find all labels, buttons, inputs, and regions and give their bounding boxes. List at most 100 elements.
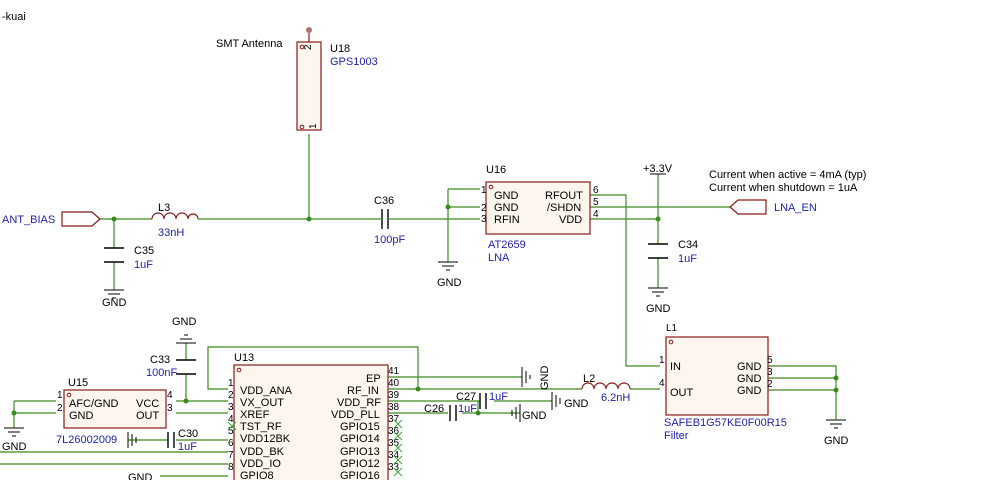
svg-text:GND: GND xyxy=(2,441,27,453)
u15-value: 7L26002009 xyxy=(56,434,117,446)
svg-text:GPIO13: GPIO13 xyxy=(340,446,380,458)
svg-text:33: 33 xyxy=(388,462,400,473)
svg-text:GND: GND xyxy=(646,303,671,315)
svg-text:36: 36 xyxy=(388,426,400,437)
svg-text:40: 40 xyxy=(388,378,400,389)
filter-ref: L1 xyxy=(666,323,678,334)
svg-text:VDD_RF: VDD_RF xyxy=(337,397,381,409)
svg-text:3: 3 xyxy=(767,367,773,378)
capacitor-c27[interactable]: C27 1uF xyxy=(456,391,508,409)
net-flag-lna-en[interactable]: LNA_EN xyxy=(729,199,817,215)
svg-text:4: 4 xyxy=(659,378,665,389)
u15-pin-afc: AFC/GND xyxy=(69,398,119,410)
antenna-value: GPS1003 xyxy=(330,56,378,68)
svg-text:5: 5 xyxy=(593,197,599,208)
u16-pin-vdd: VDD xyxy=(559,214,582,226)
svg-text:GND: GND xyxy=(522,410,547,422)
u16-value: AT2659 xyxy=(488,239,526,251)
filter-l1[interactable]: L1 1 IN 4 OUT GND GND GND 5 3 2 SAFEB1G5… xyxy=(659,323,787,442)
svg-text:2: 2 xyxy=(481,203,487,214)
c33-value: 100nF xyxy=(146,367,177,379)
svg-text:GPIO15: GPIO15 xyxy=(340,421,380,433)
u16-pin-rfin: RFIN xyxy=(494,214,520,226)
svg-text:2: 2 xyxy=(767,379,773,390)
u16-pin-shdn: /SHDN xyxy=(547,202,581,214)
svg-text:XREF: XREF xyxy=(240,409,270,421)
u15-pin-out: OUT xyxy=(136,410,160,422)
svg-text:34: 34 xyxy=(388,450,400,461)
svg-text:7: 7 xyxy=(228,450,234,461)
svg-text:6: 6 xyxy=(593,185,599,196)
oscillator-u15[interactable]: U15 1 2 AFC/GND GND VCC OUT 4 3 7L260020… xyxy=(56,377,173,446)
l2-ref: L2 xyxy=(583,373,595,385)
svg-text:1: 1 xyxy=(57,390,63,401)
lna-u16[interactable]: U16 AT2659 LNA 1 2 3 GND GND RFIN RFOUT … xyxy=(481,164,599,264)
svg-text:GND: GND xyxy=(737,361,762,373)
svg-text:VDD_BK: VDD_BK xyxy=(240,446,285,458)
u15-ref: U15 xyxy=(68,377,88,389)
capacitor-c26[interactable]: C26 1uF xyxy=(424,403,477,421)
c36-ref: C36 xyxy=(374,195,394,207)
svg-text:1: 1 xyxy=(228,378,234,389)
capacitor-c35[interactable]: C35 1uF xyxy=(104,245,154,271)
svg-text:GPIO14: GPIO14 xyxy=(340,433,380,445)
l2-value: 6.2nH xyxy=(601,392,630,404)
c30-value: 1uF xyxy=(178,441,197,453)
svg-text:38: 38 xyxy=(388,402,400,413)
c36-value: 100pF xyxy=(374,234,405,246)
net-label-lna-en: LNA_EN xyxy=(774,202,817,214)
svg-text:3: 3 xyxy=(228,402,234,413)
svg-text:EP: EP xyxy=(366,373,381,385)
svg-text:GND: GND xyxy=(564,398,589,410)
svg-text:RF_IN: RF_IN xyxy=(347,385,379,397)
gnd-symbol-u15: GND xyxy=(2,427,27,453)
svg-text:35: 35 xyxy=(388,438,400,449)
wires xyxy=(0,134,837,477)
svg-text:4: 4 xyxy=(228,414,234,425)
u15-pin-vcc: VCC xyxy=(136,398,159,410)
svg-text:VDD_PLL: VDD_PLL xyxy=(331,409,380,421)
svg-text:VX_OUT: VX_OUT xyxy=(240,397,284,409)
junction-dots xyxy=(11,204,839,416)
svg-text:GND: GND xyxy=(824,435,849,447)
c34-value: 1uF xyxy=(678,253,697,265)
gnd-symbol-filter: GND xyxy=(824,410,849,447)
capacitor-c30[interactable]: C30 1uF xyxy=(127,428,198,453)
capacitor-c36[interactable]: C36 100pF xyxy=(372,195,405,246)
svg-text:37: 37 xyxy=(388,414,400,425)
svg-text:6: 6 xyxy=(228,438,234,449)
l3-value: 33nH xyxy=(158,227,184,239)
svg-text:GND: GND xyxy=(737,385,762,397)
svg-text:GND: GND xyxy=(737,373,762,385)
inductor-l3[interactable]: L3 33nH xyxy=(151,202,199,239)
svg-text:GPIO8: GPIO8 xyxy=(240,470,274,480)
svg-text:TST_RF: TST_RF xyxy=(240,421,282,433)
antenna-pin-2: 2 xyxy=(303,44,314,50)
svg-text:VDD_ANA: VDD_ANA xyxy=(240,385,293,397)
svg-text:39: 39 xyxy=(388,390,400,401)
gnss-chip-u13[interactable]: U13 1 2 3 4 5 6 7 8 VDD_ANA VX_OUT XREF … xyxy=(228,352,400,480)
capacitor-c34[interactable]: C34 1uF xyxy=(648,239,698,265)
u15-pin-gnd: GND xyxy=(69,410,94,422)
svg-text:3: 3 xyxy=(167,403,173,414)
c33-ref: C33 xyxy=(150,354,170,366)
svg-text:1: 1 xyxy=(659,355,665,366)
capacitor-c33[interactable]: C33 100nF xyxy=(146,354,196,379)
filter-value: SAFEB1G57KE0F00R15 xyxy=(664,417,787,429)
net-flag-ant-bias[interactable]: ANT_BIAS xyxy=(2,211,101,227)
svg-text:2: 2 xyxy=(228,390,234,401)
note-current-active: Current when active = 4mA (typ) xyxy=(709,169,866,181)
svg-text:GND: GND xyxy=(539,366,551,391)
svg-text:GND: GND xyxy=(172,316,197,328)
svg-text:2: 2 xyxy=(57,403,63,414)
gnd-label: GND xyxy=(102,297,127,309)
inductor-l2[interactable]: L2 6.2nH xyxy=(581,373,631,404)
antenna-u18[interactable]: 2 1 SMT Antenna U18 GPS1003 xyxy=(216,27,378,131)
svg-text:1: 1 xyxy=(481,185,487,196)
antenna-label: SMT Antenna xyxy=(216,38,283,50)
svg-text:VDD_IO: VDD_IO xyxy=(240,458,281,470)
svg-text:5: 5 xyxy=(767,355,773,366)
filter-pin-in: IN xyxy=(670,361,681,373)
c27-value: 1uF xyxy=(489,391,508,403)
